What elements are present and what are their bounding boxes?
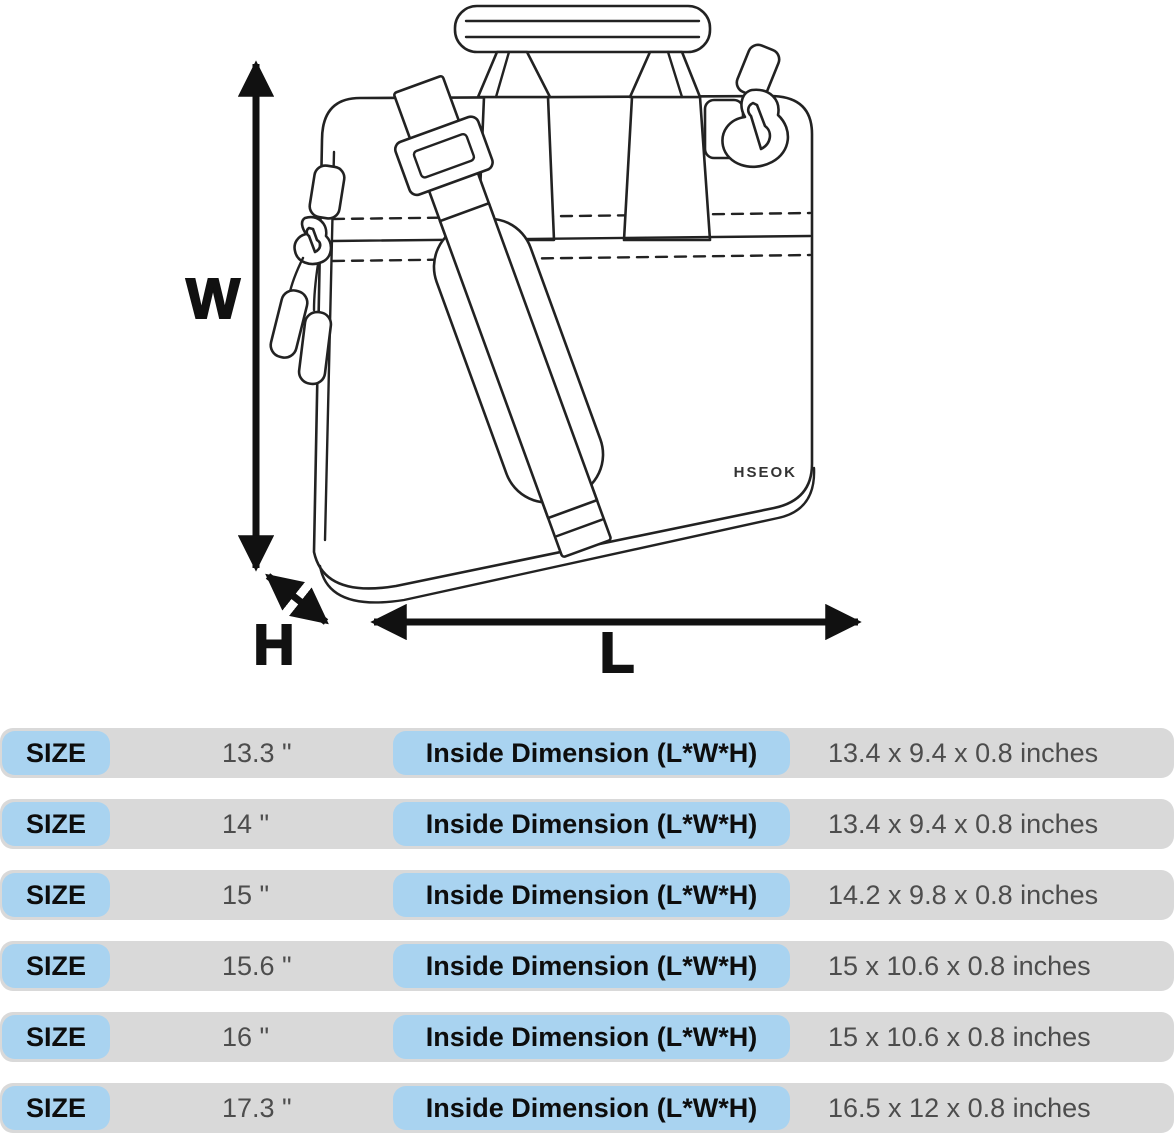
dimension-label-pill: Inside Dimension (L*W*H) xyxy=(393,802,790,846)
size-label: SIZE xyxy=(25,1021,86,1052)
size-label: SIZE xyxy=(25,950,86,981)
dimension-value: 15 x 10.6 x 0.8 inches xyxy=(828,1022,1091,1052)
size-label: SIZE xyxy=(25,737,86,768)
size-label-pill: SIZE xyxy=(2,944,110,988)
brand-logo: HSEOK xyxy=(734,464,797,481)
size-label-pill: SIZE xyxy=(2,873,110,917)
dimension-value: 14.2 x 9.8 x 0.8 inches xyxy=(828,880,1099,910)
dimension-value: 15 x 10.6 x 0.8 inches xyxy=(828,951,1091,981)
zipper-pull-right xyxy=(297,310,333,386)
size-value: 15 " xyxy=(222,880,270,910)
table-row: SIZE 15.6 " Inside Dimension (L*W*H) 15 … xyxy=(0,941,1174,991)
zipper-pulls xyxy=(269,164,346,386)
size-value: 14 " xyxy=(222,809,270,839)
dimension-label: Inside Dimension (L*W*H) xyxy=(425,879,758,910)
zipper-tab xyxy=(308,164,346,220)
dimension-label: Inside Dimension (L*W*H) xyxy=(425,808,758,839)
dimension-label-pill: Inside Dimension (L*W*H) xyxy=(393,1086,790,1130)
size-label: SIZE xyxy=(25,1092,86,1123)
dimension-label-pill: Inside Dimension (L*W*H) xyxy=(393,1015,790,1059)
size-label: SIZE xyxy=(25,879,86,910)
size-label-pill: SIZE xyxy=(2,1086,110,1130)
length-dimension-arrow: L xyxy=(370,603,862,686)
zipper-hook-icon xyxy=(293,215,333,266)
handle-post-right xyxy=(628,50,702,99)
stitch-line-top xyxy=(331,211,812,221)
height-arrow-line xyxy=(265,573,329,625)
handle-band-right xyxy=(622,95,712,242)
dimension-label: Inside Dimension (L*W*H) xyxy=(425,737,758,768)
dimension-value: 16.5 x 12 x 0.8 inches xyxy=(828,1093,1091,1123)
size-value: 16 " xyxy=(222,1022,270,1052)
dimension-value: 13.4 x 9.4 x 0.8 inches xyxy=(828,809,1099,839)
zipper-pull-left xyxy=(269,289,309,359)
height-label: H xyxy=(253,613,294,677)
table-row: SIZE 13.3 " Inside Dimension (L*W*H) 13.… xyxy=(0,728,1174,778)
size-value: 17.3 " xyxy=(222,1093,292,1123)
bag-bottom-edge xyxy=(318,466,816,604)
dimension-label-pill: Inside Dimension (L*W*H) xyxy=(393,944,790,988)
strap-hook xyxy=(703,43,790,169)
height-dimension-arrow: H xyxy=(252,573,329,678)
handle-post-left xyxy=(476,50,552,99)
size-value: 13.3 " xyxy=(222,738,292,768)
length-label: L xyxy=(600,621,635,685)
size-label: SIZE xyxy=(25,808,86,839)
size-label-pill: SIZE xyxy=(2,1015,110,1059)
size-value: 15.6 " xyxy=(222,951,292,981)
strap-buckle-slot xyxy=(412,132,476,179)
dimension-label: Inside Dimension (L*W*H) xyxy=(425,950,758,981)
pocket-seam-line xyxy=(331,234,812,243)
table-row: SIZE 16 " Inside Dimension (L*W*H) 15 x … xyxy=(0,1012,1174,1062)
size-table: SIZE 13.3 " Inside Dimension (L*W*H) 13.… xyxy=(0,728,1174,1133)
dimension-label-pill: Inside Dimension (L*W*H) xyxy=(393,731,790,775)
dimension-value: 13.4 x 9.4 x 0.8 inches xyxy=(828,738,1099,768)
table-row: SIZE 15 " Inside Dimension (L*W*H) 14.2 … xyxy=(0,870,1174,920)
handle-grip xyxy=(453,4,712,54)
dimension-label-pill: Inside Dimension (L*W*H) xyxy=(393,873,790,917)
size-label-pill: SIZE xyxy=(2,802,110,846)
table-row: SIZE 14 " Inside Dimension (L*W*H) 13.4 … xyxy=(0,799,1174,849)
carry-handle xyxy=(453,4,712,99)
width-dimension-arrow: W xyxy=(185,60,275,572)
stitch-line-bottom xyxy=(331,253,812,263)
dimension-label: Inside Dimension (L*W*H) xyxy=(425,1092,758,1123)
dimension-label: Inside Dimension (L*W*H) xyxy=(425,1021,758,1052)
strap-over-pad xyxy=(438,201,599,520)
shoulder-strap xyxy=(393,75,612,558)
strap-buckle xyxy=(393,115,494,197)
table-row: SIZE 17.3 " Inside Dimension (L*W*H) 16.… xyxy=(0,1083,1174,1133)
carabiner-hook-icon xyxy=(721,88,790,169)
size-label-pill: SIZE xyxy=(2,731,110,775)
width-label: W xyxy=(186,267,240,331)
laptop-bag-dimension-diagram: W xyxy=(185,4,862,686)
laptop-bag-drawing: HSEOK xyxy=(269,4,816,604)
